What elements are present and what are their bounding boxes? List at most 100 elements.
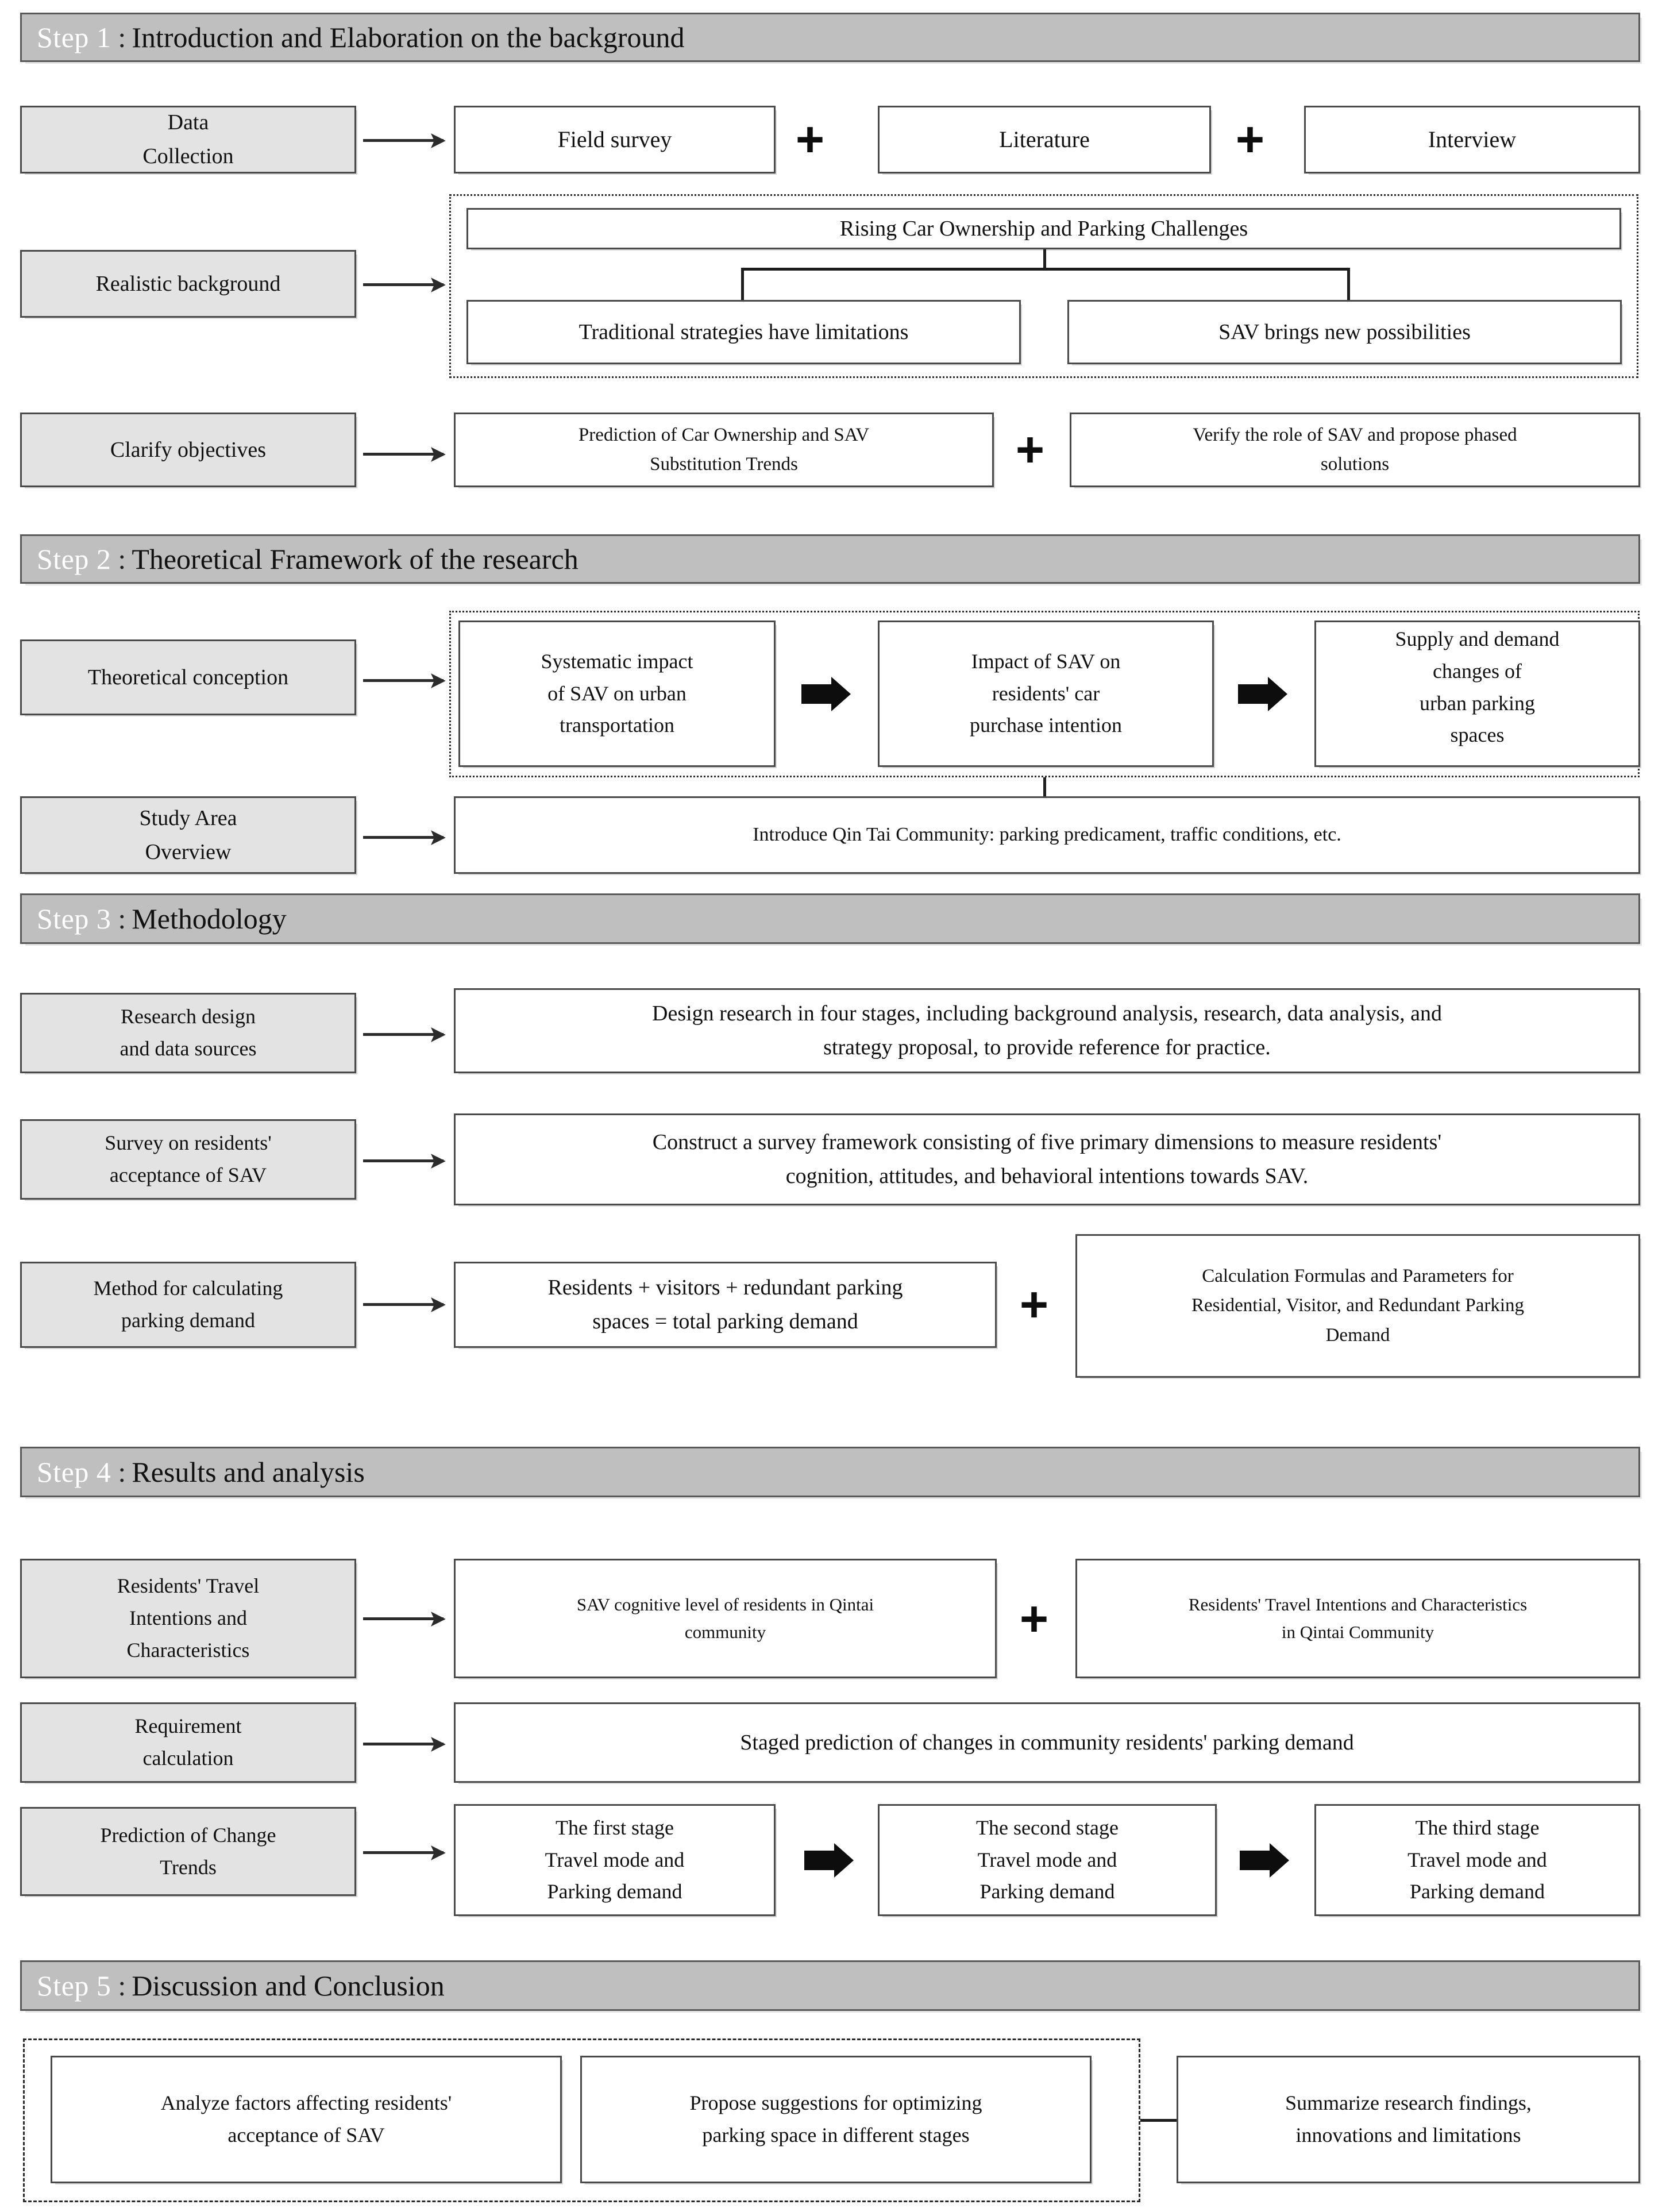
- dotted-group-background: [449, 194, 1638, 378]
- connector-horizontal: [741, 268, 1347, 271]
- arrow-to-travel-intentions: [363, 1617, 444, 1620]
- box-label: Field survey: [557, 126, 672, 152]
- box-line-2: in Qintai Community: [1281, 1622, 1434, 1642]
- box-line-2: acceptance of SAV: [227, 2124, 385, 2147]
- box-label: SAV brings new possibilities: [1218, 319, 1471, 344]
- step-separator: :: [118, 1456, 126, 1488]
- box-line-2: Substitution Trends: [650, 454, 798, 475]
- box-line-1: Construct a survey framework consisting …: [652, 1130, 1442, 1155]
- label-clarify-objectives: Clarify objectives: [20, 413, 356, 487]
- arrow-block-1: [801, 677, 851, 711]
- box-line-4: spaces: [1450, 723, 1505, 747]
- label-line-1: Data: [167, 110, 209, 135]
- plus-icon: +: [788, 115, 832, 164]
- label-realistic-background: Realistic background: [20, 250, 356, 318]
- box-traditional-strategies: Traditional strategies have limitations: [466, 300, 1021, 364]
- box-line-2: solutions: [1320, 454, 1390, 475]
- box-line-2: strategy proposal, to provide reference …: [823, 1035, 1271, 1059]
- label-line-2: Intentions and: [129, 1606, 247, 1630]
- label-method-parking-demand: Method for calculating parking demand: [20, 1262, 356, 1348]
- box-line-3: urban parking: [1420, 691, 1535, 715]
- arrow-to-demand-formula: [363, 1303, 444, 1306]
- box-sav-possibilities: SAV brings new possibilities: [1067, 300, 1622, 364]
- step-number: Step 2: [37, 543, 111, 575]
- label-line-1: Research design: [121, 1005, 256, 1028]
- box-total-parking-demand: Residents + visitors + redundant parking…: [454, 1262, 997, 1348]
- plus-glyph: +: [1019, 1591, 1049, 1647]
- connector-vertical-top: [1043, 249, 1046, 268]
- step-title: Methodology: [132, 903, 287, 935]
- arrow-block-stage-1-to-2: [804, 1843, 854, 1878]
- box-line-1: Residents' Travel Intentions and Charact…: [1188, 1594, 1528, 1614]
- plus-glyph: +: [1015, 422, 1045, 477]
- plus-icon: +: [1012, 1591, 1056, 1647]
- box-label: Rising Car Ownership and Parking Challen…: [839, 216, 1248, 241]
- box-supply-demand-changes: Supply and demand changes of urban parki…: [1314, 621, 1640, 767]
- arrow-block-stage-2-to-3: [1240, 1843, 1289, 1878]
- box-line-1: SAV cognitive level of residents in Qint…: [576, 1594, 874, 1614]
- label-line-2: Overview: [145, 839, 232, 864]
- box-stage-2: The second stage Travel mode and Parking…: [878, 1804, 1217, 1916]
- box-line-3: purchase intention: [970, 714, 1122, 737]
- box-line-1: The second stage: [976, 1816, 1119, 1839]
- label-data-collection: Data Collection: [20, 106, 356, 174]
- box-propose-suggestions: Propose suggestions for optimizing parki…: [580, 2056, 1092, 2183]
- box-line-2: Travel mode and: [977, 1848, 1117, 1871]
- step-number: Step 1: [37, 21, 111, 53]
- connector-vertical-right: [1347, 268, 1350, 301]
- box-line-1: Propose suggestions for optimizing: [689, 2091, 982, 2115]
- plus-glyph: +: [1235, 112, 1265, 167]
- arrow-to-research-design: [363, 1033, 444, 1036]
- box-line-3: Parking demand: [1410, 1880, 1545, 1903]
- step-header-5: Step 5 : Discussion and Conclusion: [20, 1960, 1640, 2011]
- label-line-1: Survey on residents': [105, 1131, 272, 1155]
- box-label: Literature: [999, 126, 1090, 152]
- connector-discussion-to-summary: [1140, 2119, 1178, 2122]
- box-line-1: Verify the role of SAV and propose phase…: [1193, 424, 1517, 445]
- arrow-to-theoretical-group: [363, 679, 444, 682]
- label-line-2: Trends: [160, 1855, 217, 1879]
- label-line-1: Residents' Travel: [117, 1574, 260, 1598]
- box-rising-car-ownership: Rising Car Ownership and Parking Challen…: [466, 208, 1621, 249]
- label-line-1: Prediction of Change: [100, 1823, 276, 1847]
- arrow-block-2: [1238, 677, 1287, 711]
- label-theoretical-conception: Theoretical conception: [20, 639, 356, 715]
- box-label: Staged prediction of changes in communit…: [740, 1730, 1354, 1755]
- label-line-1: Requirement: [134, 1714, 242, 1738]
- step-number: Step 3: [37, 903, 111, 935]
- label-survey-acceptance: Survey on residents' acceptance of SAV: [20, 1119, 356, 1200]
- box-line-2: Travel mode and: [545, 1848, 685, 1871]
- label-study-area-overview: Study Area Overview: [20, 796, 356, 874]
- box-sav-cognitive-level: SAV cognitive level of residents in Qint…: [454, 1559, 997, 1678]
- label-requirement-calculation: Requirement calculation: [20, 1702, 356, 1783]
- box-line-1: The third stage: [1415, 1816, 1540, 1839]
- box-literature: Literature: [878, 106, 1211, 174]
- label-line-2: calculation: [142, 1747, 234, 1770]
- box-survey-framework: Construct a survey framework consisting …: [454, 1113, 1640, 1205]
- step-separator: :: [118, 21, 126, 53]
- box-line-2: residents' car: [992, 681, 1100, 705]
- box-stage-1: The first stage Travel mode and Parking …: [454, 1804, 776, 1916]
- box-label: Interview: [1428, 126, 1517, 152]
- arrow-to-survey-framework: [363, 1159, 444, 1162]
- box-design-four-stages: Design research in four stages, includin…: [454, 988, 1640, 1073]
- connector-vertical-left: [741, 268, 744, 301]
- box-line-2: innovations and limitations: [1295, 2124, 1521, 2147]
- box-line-1: Systematic impact: [541, 649, 693, 673]
- label-residents-travel-intentions: Residents' Travel Intentions and Charact…: [20, 1559, 356, 1678]
- box-line-3: Parking demand: [547, 1880, 682, 1903]
- arrow-to-objectives: [363, 453, 444, 456]
- box-impact-purchase-intention: Impact of SAV on residents' car purchase…: [878, 621, 1214, 767]
- box-line-1: Analyze factors affecting residents': [160, 2091, 452, 2115]
- box-line-2: Travel mode and: [1407, 1848, 1547, 1871]
- box-line-2: community: [684, 1622, 766, 1642]
- box-field-survey: Field survey: [454, 106, 776, 174]
- arrow-to-background-group: [363, 283, 444, 286]
- box-line-1: Supply and demand: [1395, 627, 1560, 650]
- connector-theoretical-to-study-area: [1043, 777, 1046, 805]
- box-summarize-findings: Summarize research findings, innovations…: [1177, 2056, 1640, 2183]
- label-line-2: parking demand: [121, 1309, 255, 1332]
- arrow-to-stage-1: [363, 1851, 444, 1854]
- box-analyze-factors: Analyze factors affecting residents' acc…: [51, 2056, 562, 2183]
